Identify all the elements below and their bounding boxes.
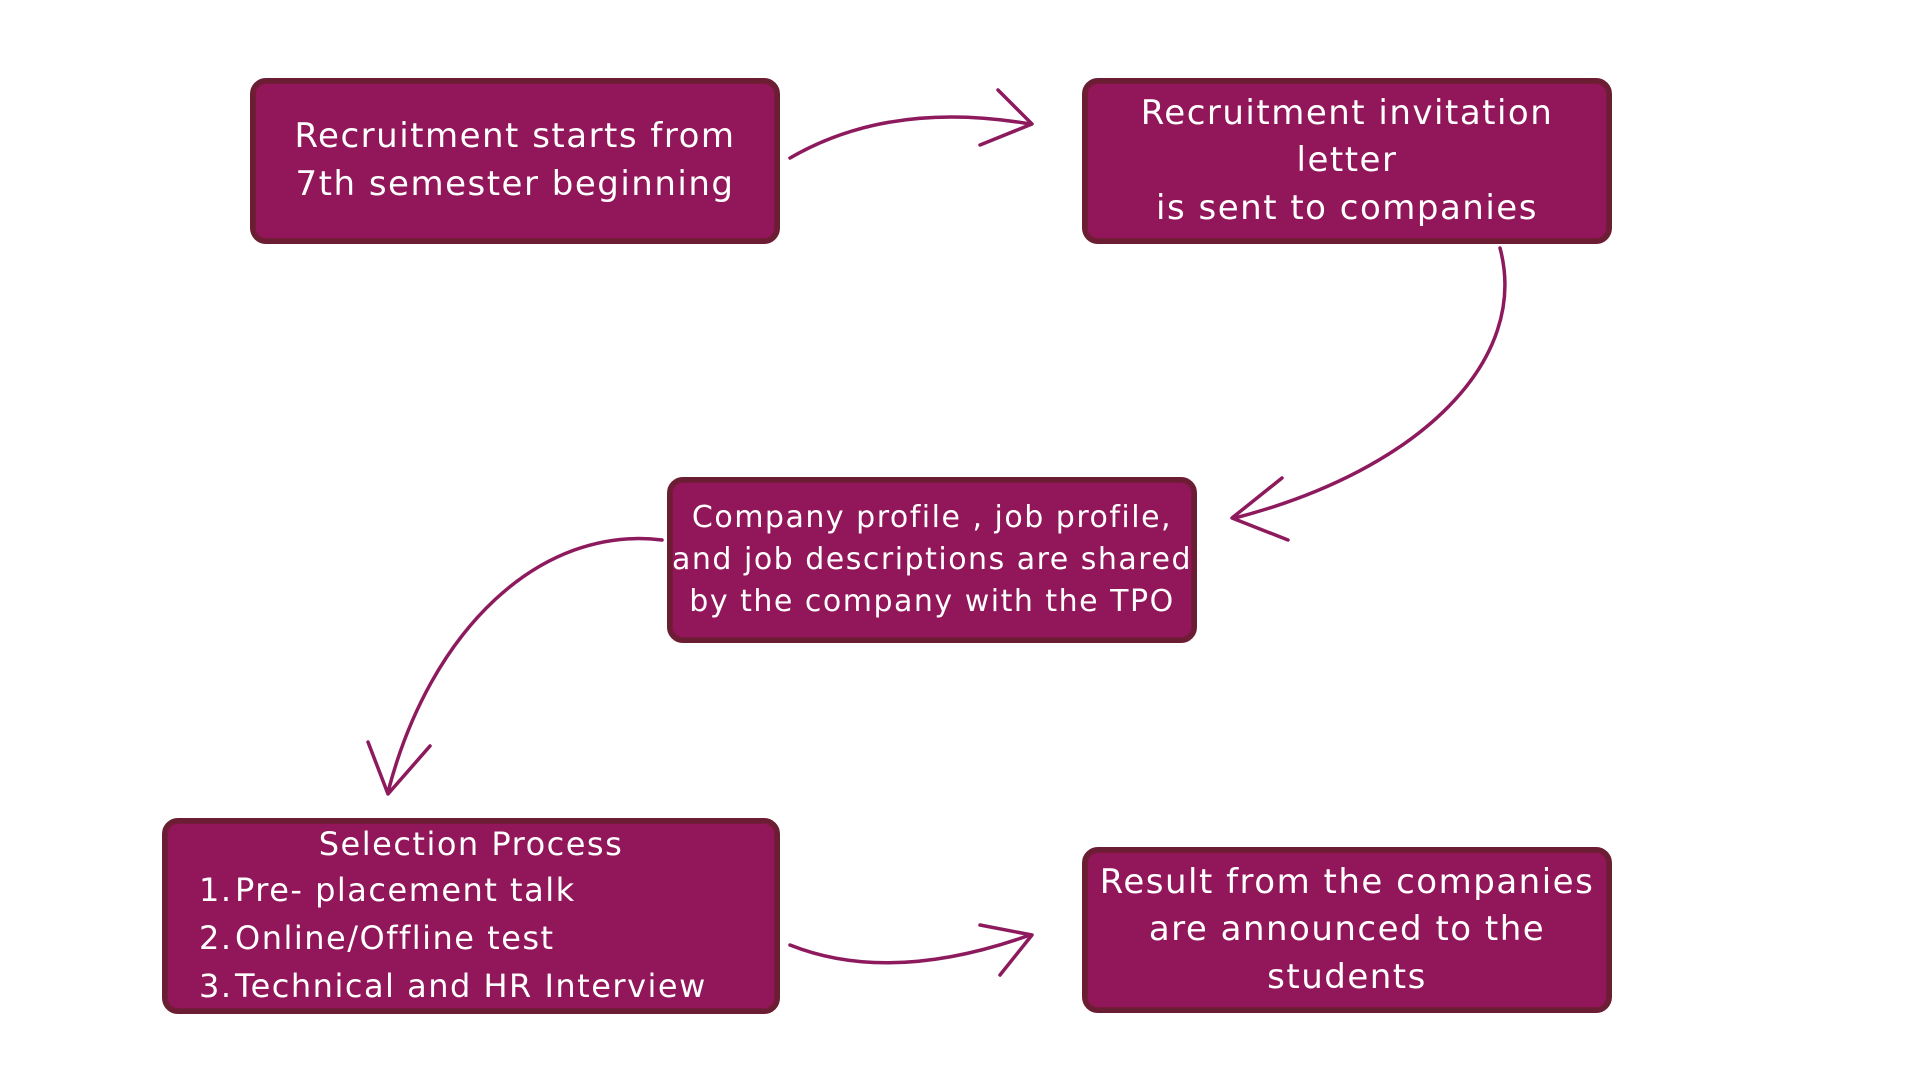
- selection-list-item: 1. Pre- placement talk: [199, 866, 775, 914]
- step-text-line: Recruitment starts from: [294, 116, 736, 157]
- step-text-line: students: [1267, 956, 1427, 997]
- step-recruitment-start: Recruitment starts from 7th semester beg…: [250, 78, 780, 244]
- selection-item-label: Online/Offline test: [235, 919, 555, 958]
- step-company-profile: Company profile , job profile, and job d…: [667, 477, 1197, 643]
- step-text-line: are announced to the: [1148, 909, 1546, 950]
- step-text-line: 7th semester beginning: [295, 164, 735, 204]
- step-selection-process: Selection Process 1. Pre- placement talk…: [162, 818, 780, 1014]
- arrow-invite-to-profile: [1230, 246, 1507, 542]
- selection-title: Selection Process: [318, 824, 624, 863]
- step-text-line: and job descriptions are shared: [672, 542, 1192, 577]
- arrow-start-to-invite: [788, 88, 1034, 160]
- step-text-line: Company profile , job profile,: [691, 500, 1173, 535]
- selection-item-label: Pre- placement talk: [235, 871, 576, 910]
- step-results-announced: Result from the companies are announced …: [1082, 847, 1612, 1013]
- arrow-select-to-result: [788, 923, 1034, 977]
- step-text-line: by the company with the TPO: [689, 584, 1175, 619]
- step-text-line: is sent to companies: [1156, 187, 1538, 228]
- selection-item-number: 3.: [199, 967, 233, 1006]
- step-text-line: Recruitment invitation letter: [1140, 92, 1554, 181]
- selection-list-item: 2. Online/Offline test: [199, 914, 775, 962]
- selection-item-label: Technical and HR Interview: [235, 967, 707, 1006]
- selection-item-number: 2.: [199, 919, 233, 958]
- step-invitation-letter: Recruitment invitation letter is sent to…: [1082, 78, 1612, 244]
- step-text-line: Result from the companies: [1099, 861, 1595, 902]
- selection-list-item: 3. Technical and HR Interview: [199, 962, 775, 1010]
- selection-list: 1. Pre- placement talk 2. Online/Offline…: [167, 866, 775, 1010]
- arrow-profile-to-select: [366, 536, 664, 796]
- selection-item-number: 1.: [199, 871, 233, 910]
